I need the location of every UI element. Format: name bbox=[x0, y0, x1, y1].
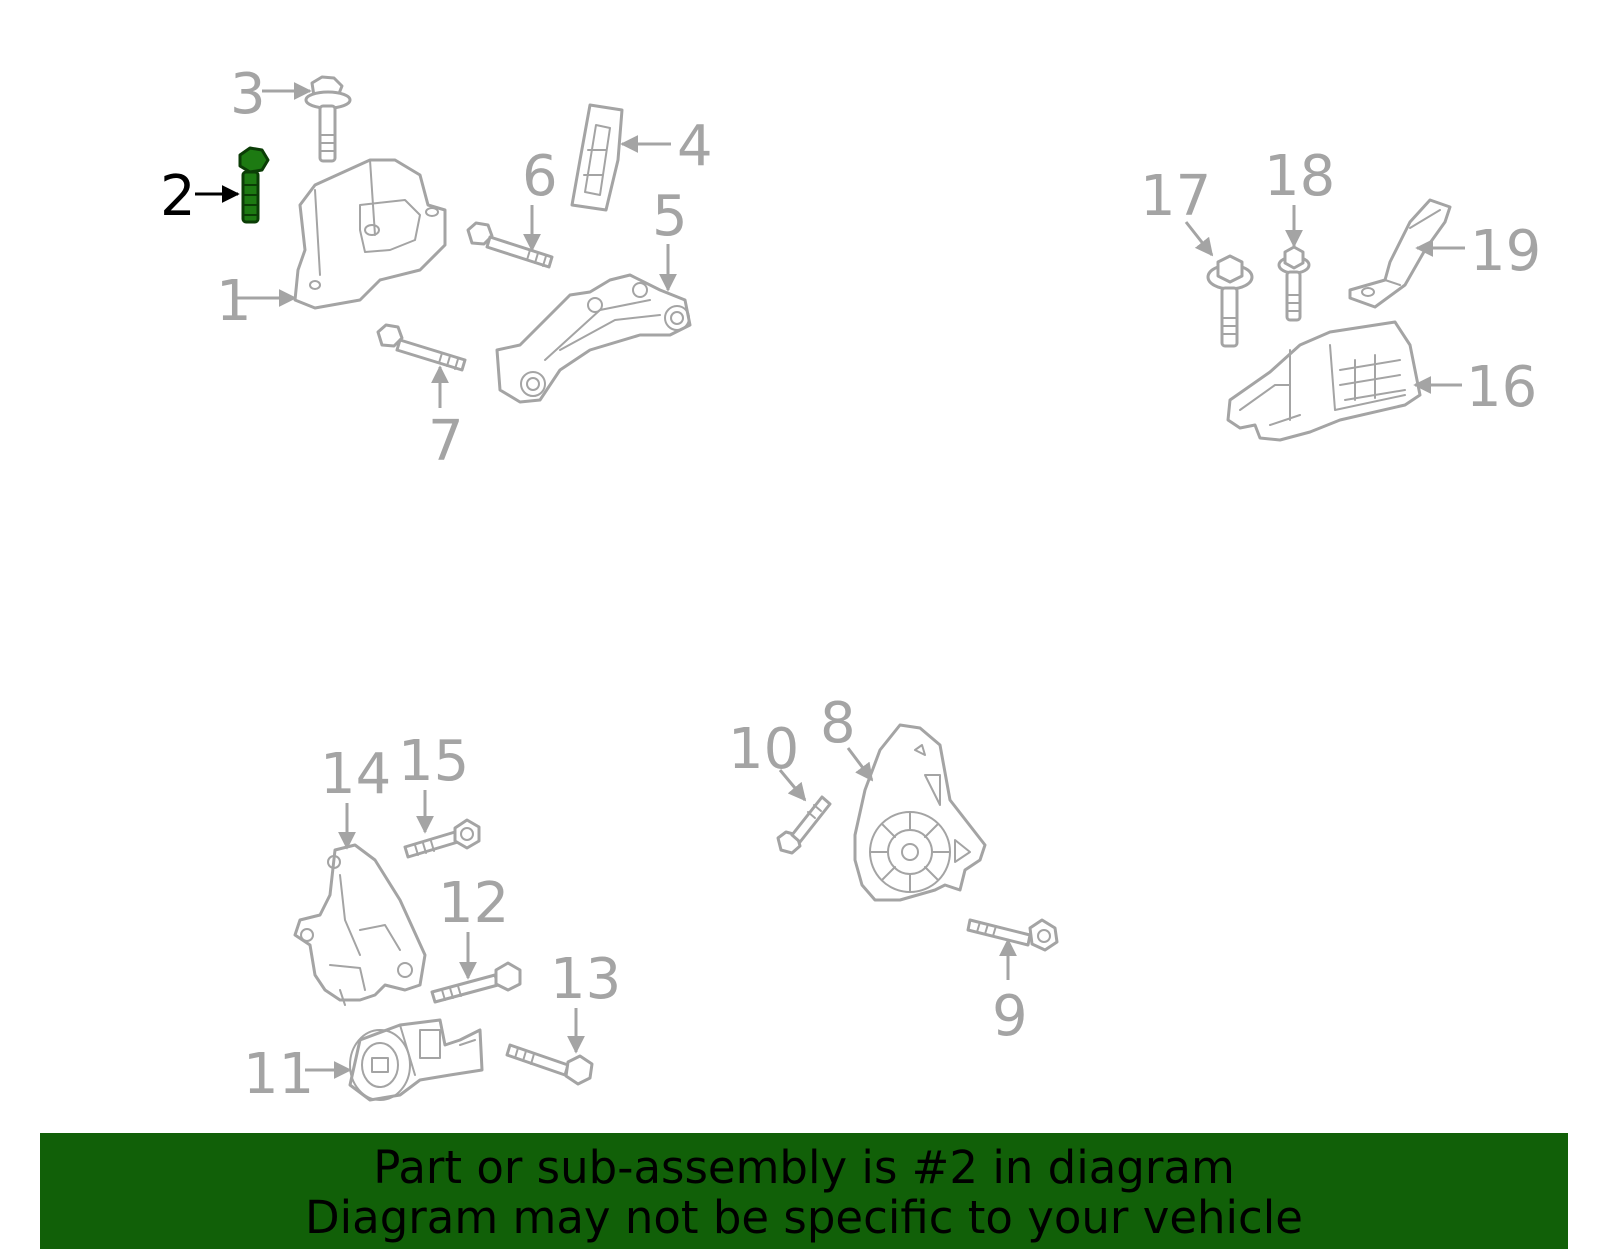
part-9-bolt[interactable] bbox=[966, 918, 1059, 952]
part-12-bolt[interactable] bbox=[430, 961, 522, 1004]
callout-6: 6 bbox=[522, 144, 558, 209]
part-8-transmission-mount[interactable] bbox=[853, 723, 987, 902]
callout-17: 17 bbox=[1140, 164, 1211, 229]
callout-5: 5 bbox=[652, 184, 688, 249]
banner-disclaimer: Diagram may not be specific to your vehi… bbox=[305, 1191, 1303, 1244]
callout-16: 16 bbox=[1466, 355, 1537, 420]
part-6-bolt[interactable] bbox=[466, 221, 554, 269]
callout-19: 19 bbox=[1470, 219, 1541, 284]
callout-8: 8 bbox=[820, 691, 856, 756]
part-16-mount-bracket[interactable] bbox=[1226, 320, 1422, 442]
part-7-bolt[interactable] bbox=[376, 323, 467, 372]
leader-lines bbox=[195, 82, 1465, 1079]
part-11-mount[interactable] bbox=[348, 1018, 484, 1102]
part-17-bolt[interactable] bbox=[1206, 254, 1254, 348]
callout-15: 15 bbox=[398, 729, 469, 794]
part-4-bracket-plate[interactable] bbox=[570, 103, 624, 212]
callout-9: 9 bbox=[992, 984, 1028, 1049]
callout-4: 4 bbox=[677, 114, 713, 179]
callout-3: 3 bbox=[230, 62, 266, 127]
callout-2: 2 bbox=[160, 164, 196, 229]
part-5-mount-bracket[interactable] bbox=[495, 273, 692, 404]
part-10-bolt[interactable] bbox=[776, 795, 832, 855]
callout-1: 1 bbox=[216, 269, 252, 334]
callout-7: 7 bbox=[428, 409, 464, 474]
banner-part-message: Part or sub-assembly is #2 in diagram bbox=[373, 1141, 1235, 1194]
part-18-bolt[interactable] bbox=[1277, 245, 1311, 322]
part-3-bolt[interactable] bbox=[304, 75, 352, 163]
info-banner: Part or sub-assembly is #2 in diagram Di… bbox=[40, 1133, 1568, 1249]
part-14-bracket[interactable] bbox=[293, 843, 427, 1006]
callout-14: 14 bbox=[320, 742, 391, 807]
callout-13: 13 bbox=[550, 947, 621, 1012]
part-15-bolt[interactable] bbox=[403, 818, 481, 859]
part-19-bracket[interactable] bbox=[1348, 198, 1452, 309]
part-2-bolt-highlighted[interactable] bbox=[238, 146, 270, 224]
callout-labels: 1 2 3 4 5 6 7 8 9 10 11 12 13 14 15 16 1… bbox=[160, 62, 1541, 1107]
callout-10: 10 bbox=[728, 717, 799, 782]
callout-18: 18 bbox=[1264, 144, 1335, 209]
callout-12: 12 bbox=[438, 871, 509, 936]
part-13-bolt[interactable] bbox=[505, 1043, 594, 1086]
part-1-engine-mount[interactable] bbox=[293, 158, 447, 310]
callout-11: 11 bbox=[243, 1042, 314, 1107]
